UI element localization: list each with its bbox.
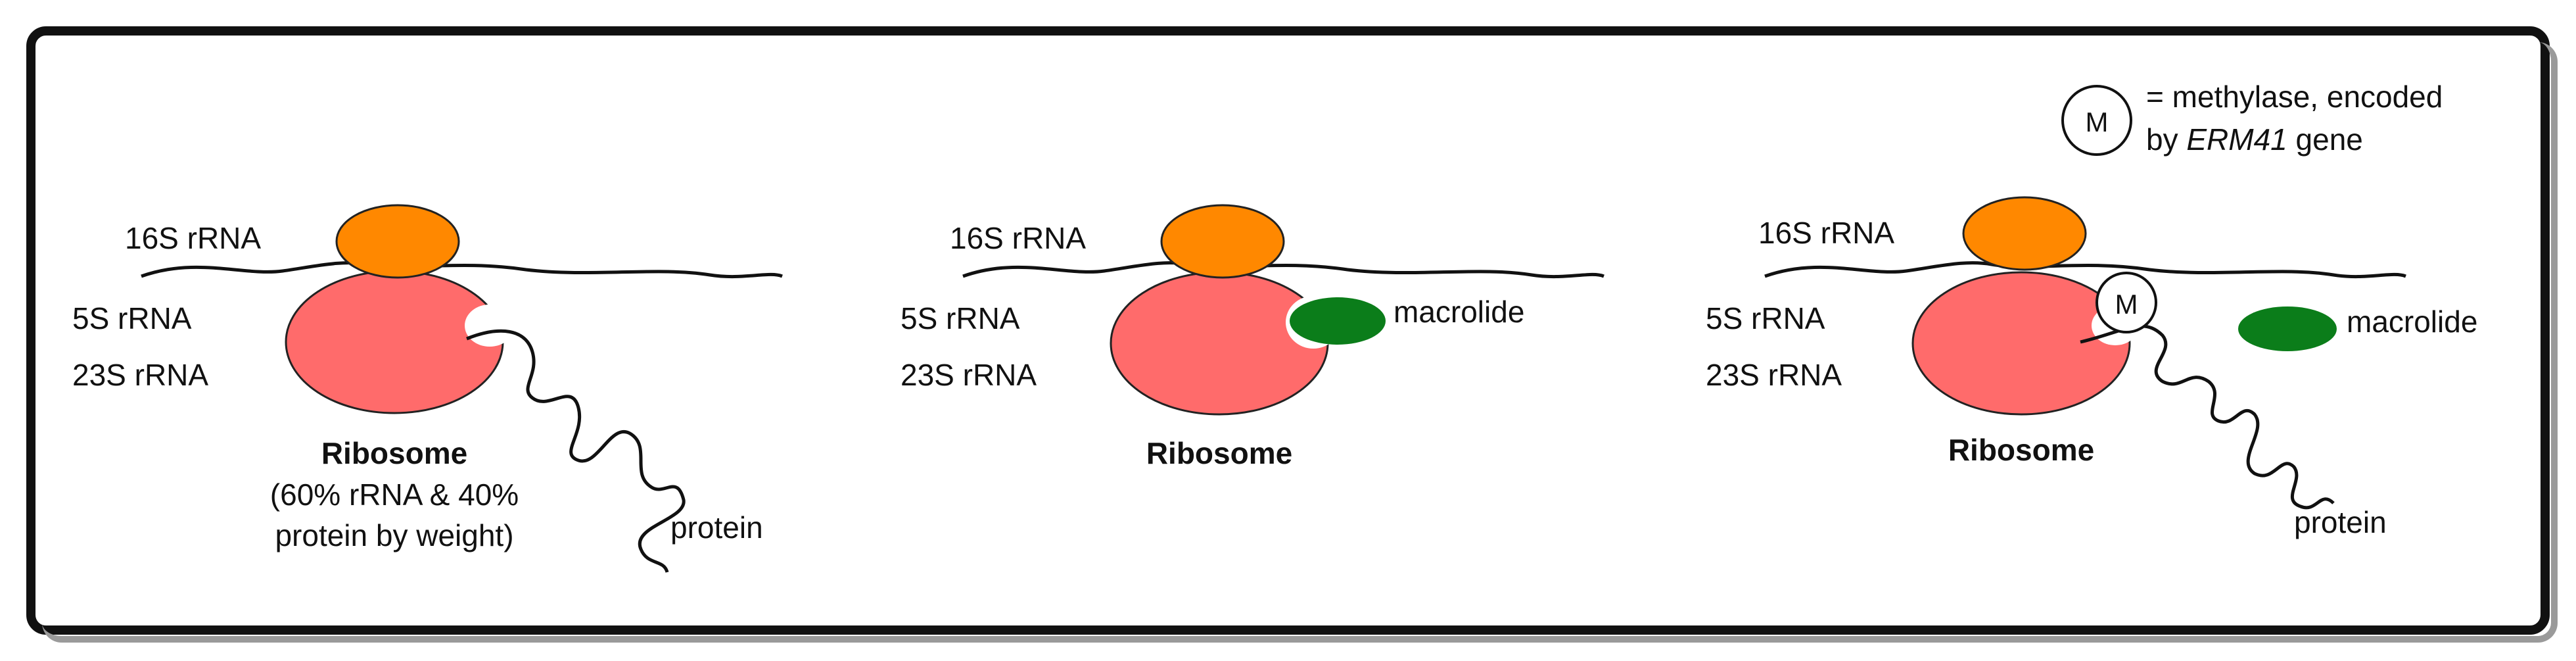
label-macrolide: macrolide — [1393, 295, 1524, 329]
legend-gene-name: ERM41 — [2186, 122, 2287, 157]
legend-line2-suffix: gene — [2287, 122, 2363, 157]
label-protein: protein — [2294, 505, 2387, 539]
label-23s-rrna: 23S rRNA — [901, 358, 1037, 392]
panel-normal-ribosome: 16S rRNA 5S rRNA 23S rRNA Ribosome (60% … — [72, 204, 783, 573]
large-subunit-23s — [285, 270, 504, 414]
small-subunit-16s — [1160, 204, 1285, 279]
protein-chain — [466, 329, 686, 573]
label-ribosome: Ribosome — [1948, 433, 2094, 467]
legend-line1: = methylase, encoded — [2146, 80, 2443, 114]
panel-methylated-ribosome: M 16S rRNA 5S rRNA 23S rRNA Ribosome mac… — [1706, 196, 2477, 539]
exit-tunnel-notch — [465, 305, 515, 347]
label-5s-rrna: 5S rRNA — [901, 301, 1020, 335]
panel-macrolide-bound: 16S rRNA 5S rRNA 23S rRNA Ribosome macro… — [901, 204, 1604, 470]
legend-methylase-icon — [2061, 85, 2132, 156]
mrna-strand — [141, 261, 783, 279]
large-subunit-23s — [1911, 271, 2131, 416]
label-23s-rrna: 23S rRNA — [72, 358, 208, 392]
label-macrolide: macrolide — [2347, 305, 2477, 339]
label-ribosome: Ribosome — [321, 436, 467, 470]
label-5s-rrna: 5S rRNA — [1706, 301, 1825, 335]
methylase-enzyme — [2096, 272, 2157, 333]
label-16s-rrna: 16S rRNA — [950, 221, 1086, 255]
legend: M = methylase, encoded by ERM41 gene — [2061, 80, 2443, 157]
large-subunit-23s — [1110, 271, 1329, 416]
label-ribosome: Ribosome — [1146, 436, 1292, 470]
label-protein: protein — [670, 510, 763, 545]
label-composition-line1: (60% rRNA & 40% — [270, 477, 519, 512]
label-composition-line2: protein by weight) — [275, 518, 513, 552]
protein-chain — [2080, 324, 2335, 510]
label-16s-rrna: 16S rRNA — [1758, 216, 1894, 250]
legend-methylase-symbol: M — [2086, 107, 2109, 137]
label-16s-rrna: 16S rRNA — [125, 221, 261, 255]
label-5s-rrna: 5S rRNA — [72, 301, 192, 335]
macrolide-molecule — [1290, 297, 1386, 345]
macrolide-molecule — [2238, 306, 2337, 351]
methylase-symbol: M — [2115, 289, 2138, 320]
mrna-strand — [1764, 261, 2406, 279]
legend-line2-prefix: by — [2146, 122, 2186, 157]
label-23s-rrna: 23S rRNA — [1706, 358, 1842, 392]
small-subunit-16s — [335, 204, 460, 279]
small-subunit-16s — [1962, 196, 2087, 271]
mrna-strand — [962, 261, 1604, 279]
legend-line2: by ERM41 gene — [2146, 122, 2363, 157]
